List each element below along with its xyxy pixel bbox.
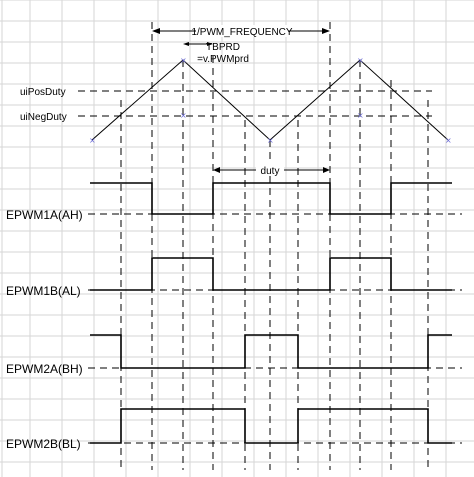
duty-label: duty <box>261 166 280 177</box>
x-marker-icon: × <box>180 56 187 65</box>
tbprd-label: TBPRD <box>206 42 240 53</box>
x-marker-icon: × <box>357 111 364 120</box>
x-marker-icon: × <box>89 136 96 145</box>
signal-epwm2b: EPWM2B(BL) <box>6 408 462 451</box>
waveform <box>90 334 452 369</box>
duty-dimension: duty <box>213 164 330 177</box>
waveform <box>90 182 452 215</box>
tbprd-dimension: TBPRD =v.PWMprd <box>183 42 249 65</box>
period-dimension: 1/PWM_FREQUENCY <box>152 25 330 38</box>
signal-label: EPWM2A(BH) <box>6 362 83 376</box>
signal-label: EPWM2B(BL) <box>6 437 81 451</box>
carrier-markers: × × × × × × × <box>89 56 452 145</box>
neg-duty-label: uiNegDuty <box>20 112 67 123</box>
tbprd-value-label: =v.PWMprd <box>197 54 249 65</box>
x-marker-icon: × <box>357 56 364 65</box>
period-label: 1/PWM_FREQUENCY <box>191 27 292 38</box>
signal-epwm1b: EPWM1B(AL) <box>6 257 462 298</box>
signal-epwm2a: EPWM2A(BH) <box>6 334 462 376</box>
x-marker-icon: × <box>267 136 274 145</box>
waveform <box>90 257 452 291</box>
signal-label: EPWM1A(AH) <box>6 208 83 222</box>
signal-epwm1a: EPWM1A(AH) <box>6 182 462 222</box>
signal-label: EPWM1B(AL) <box>6 284 81 298</box>
x-marker-icon: × <box>445 136 452 145</box>
pos-duty-label: uiPosDuty <box>20 87 66 98</box>
waveform <box>90 408 452 444</box>
triangle-carrier <box>91 59 449 141</box>
x-marker-icon: × <box>180 111 187 120</box>
